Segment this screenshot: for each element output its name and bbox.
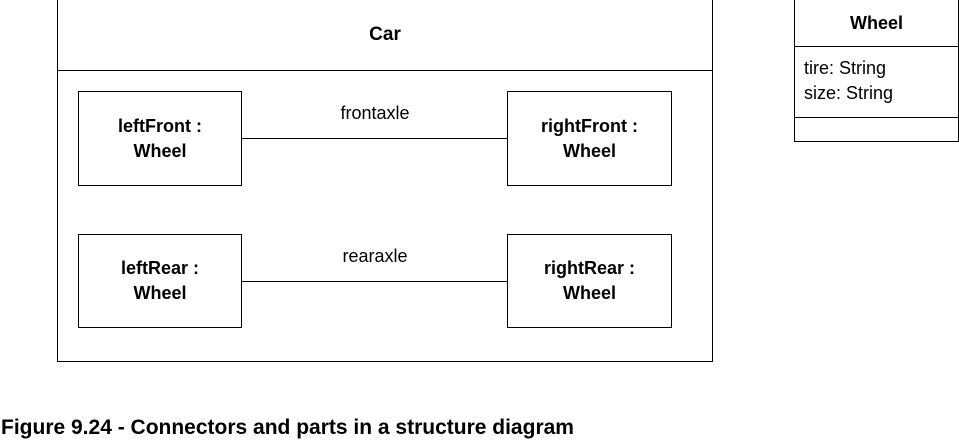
part-left-rear-type: Wheel bbox=[133, 283, 187, 303]
wheel-class-name: Wheel bbox=[795, 0, 958, 47]
part-right-rear-type: Wheel bbox=[562, 283, 616, 303]
part-right-front-type: Wheel bbox=[562, 140, 616, 161]
part-right-rear: rightRear : Wheel bbox=[507, 234, 672, 328]
connector-rearaxle bbox=[241, 281, 508, 282]
part-left-rear-name: leftRear : bbox=[120, 258, 200, 278]
connector-frontaxle-label: frontaxle bbox=[340, 103, 410, 123]
part-right-rear-name: rightRear : bbox=[543, 258, 635, 278]
car-class-name: Car bbox=[58, 0, 712, 71]
part-left-rear: leftRear : Wheel bbox=[78, 234, 242, 328]
wheel-attribute-tire: tire: String bbox=[804, 58, 887, 78]
figure-caption: Figure 9.24 - Connectors and parts in a … bbox=[1, 416, 574, 439]
part-left-front-type: Wheel bbox=[133, 140, 187, 161]
wheel-attributes-compartment: tire: String size: String bbox=[795, 47, 958, 118]
wheel-attribute-size: size: String bbox=[804, 83, 894, 103]
connector-rearaxle-label: rearaxle bbox=[342, 246, 408, 266]
part-right-front-name: rightFront : bbox=[541, 115, 638, 136]
connector-frontaxle bbox=[241, 138, 508, 139]
wheel-class-box: Wheel tire: String size: String bbox=[794, 0, 959, 142]
part-left-front-name: leftFront : bbox=[118, 115, 202, 136]
part-left-front: leftFront : Wheel bbox=[78, 91, 242, 186]
part-right-front: rightFront : Wheel bbox=[507, 91, 672, 186]
